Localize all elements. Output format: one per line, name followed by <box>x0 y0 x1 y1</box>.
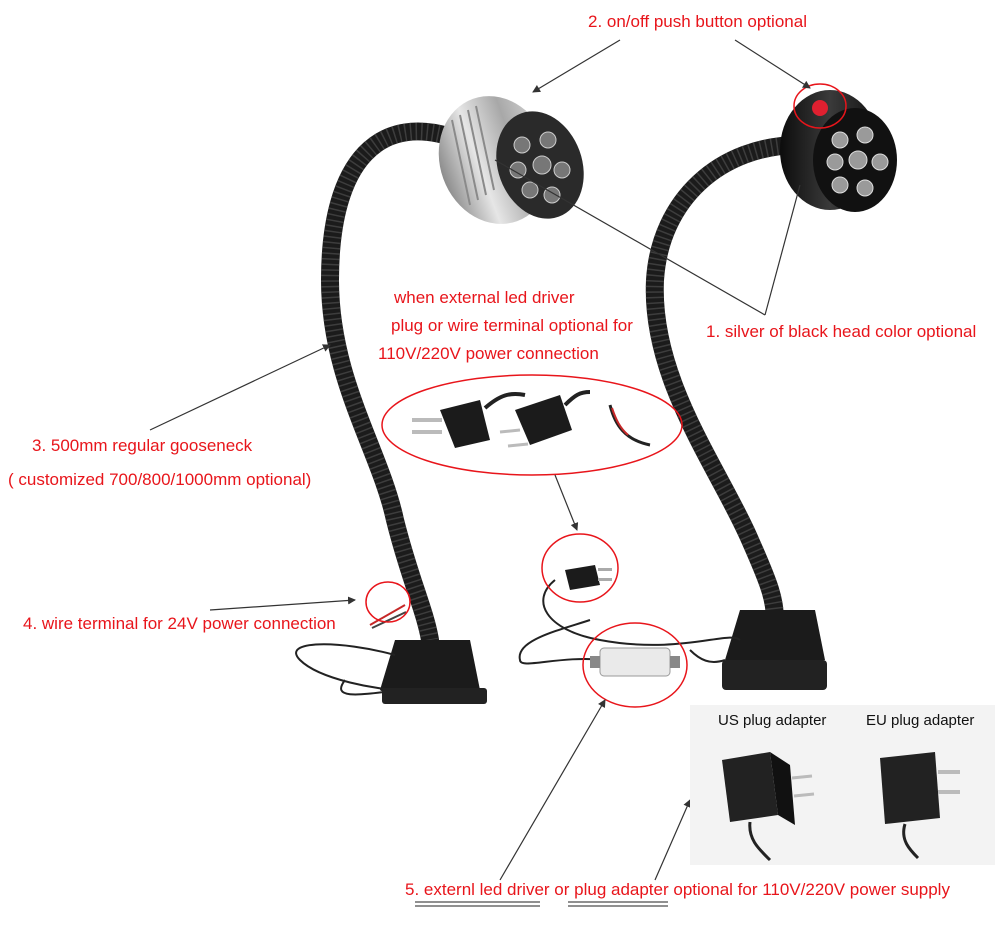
driver-plug <box>565 565 612 590</box>
caption-underlines <box>415 901 668 907</box>
head-color-label: 1. silver of black head color optional <box>706 322 977 341</box>
plug-options <box>412 390 651 448</box>
black-lamp-head <box>780 90 897 212</box>
driver-label-line2: plug or wire terminal optional for <box>391 316 633 335</box>
left-base <box>380 640 480 700</box>
gooseneck-label-line1: 3. 500mm regular gooseneck <box>32 436 253 455</box>
wire-terminal-label: 4. wire terminal for 24V power connectio… <box>23 614 336 633</box>
push-button-label: 2. on/off push button optional <box>588 12 807 31</box>
gooseneck-label-line2: ( customized 700/800/1000mm optional) <box>8 470 312 489</box>
right-base <box>725 610 825 672</box>
highlight-circles <box>365 83 847 708</box>
right-lamp <box>645 90 897 690</box>
driver-cable <box>518 579 741 665</box>
wire-terminal-icon <box>608 404 651 447</box>
bottom-caption: 5. externl led driver or plug adapter op… <box>405 880 950 899</box>
external-driver-box <box>590 647 680 677</box>
push-button-dot <box>812 100 828 116</box>
eu-plug-icon <box>499 390 591 448</box>
us-plug-icon <box>412 391 526 448</box>
adapter-panel <box>690 705 995 865</box>
leader-lines <box>149 39 811 881</box>
wire-terminal-circle <box>365 581 411 623</box>
plug-options-ellipse <box>381 374 683 476</box>
silver-lamp-head <box>438 96 584 224</box>
eu-adapter-label: EU plug adapter <box>866 712 975 729</box>
left-gooseneck <box>320 122 469 649</box>
driver-box-circle <box>582 622 688 708</box>
driver-label-line1: when external led driver <box>394 288 575 307</box>
driver-label-line3: 110V/220V power connection <box>378 344 599 363</box>
left-lamp <box>295 96 584 704</box>
us-adapter-label: US plug adapter <box>718 712 827 729</box>
left-cable <box>295 643 401 696</box>
right-gooseneck <box>645 136 809 629</box>
push-button-circle <box>793 83 847 129</box>
eu-adapter-icon <box>880 752 960 860</box>
us-adapter-icon <box>722 752 815 862</box>
driver-plug-circle <box>541 533 619 603</box>
